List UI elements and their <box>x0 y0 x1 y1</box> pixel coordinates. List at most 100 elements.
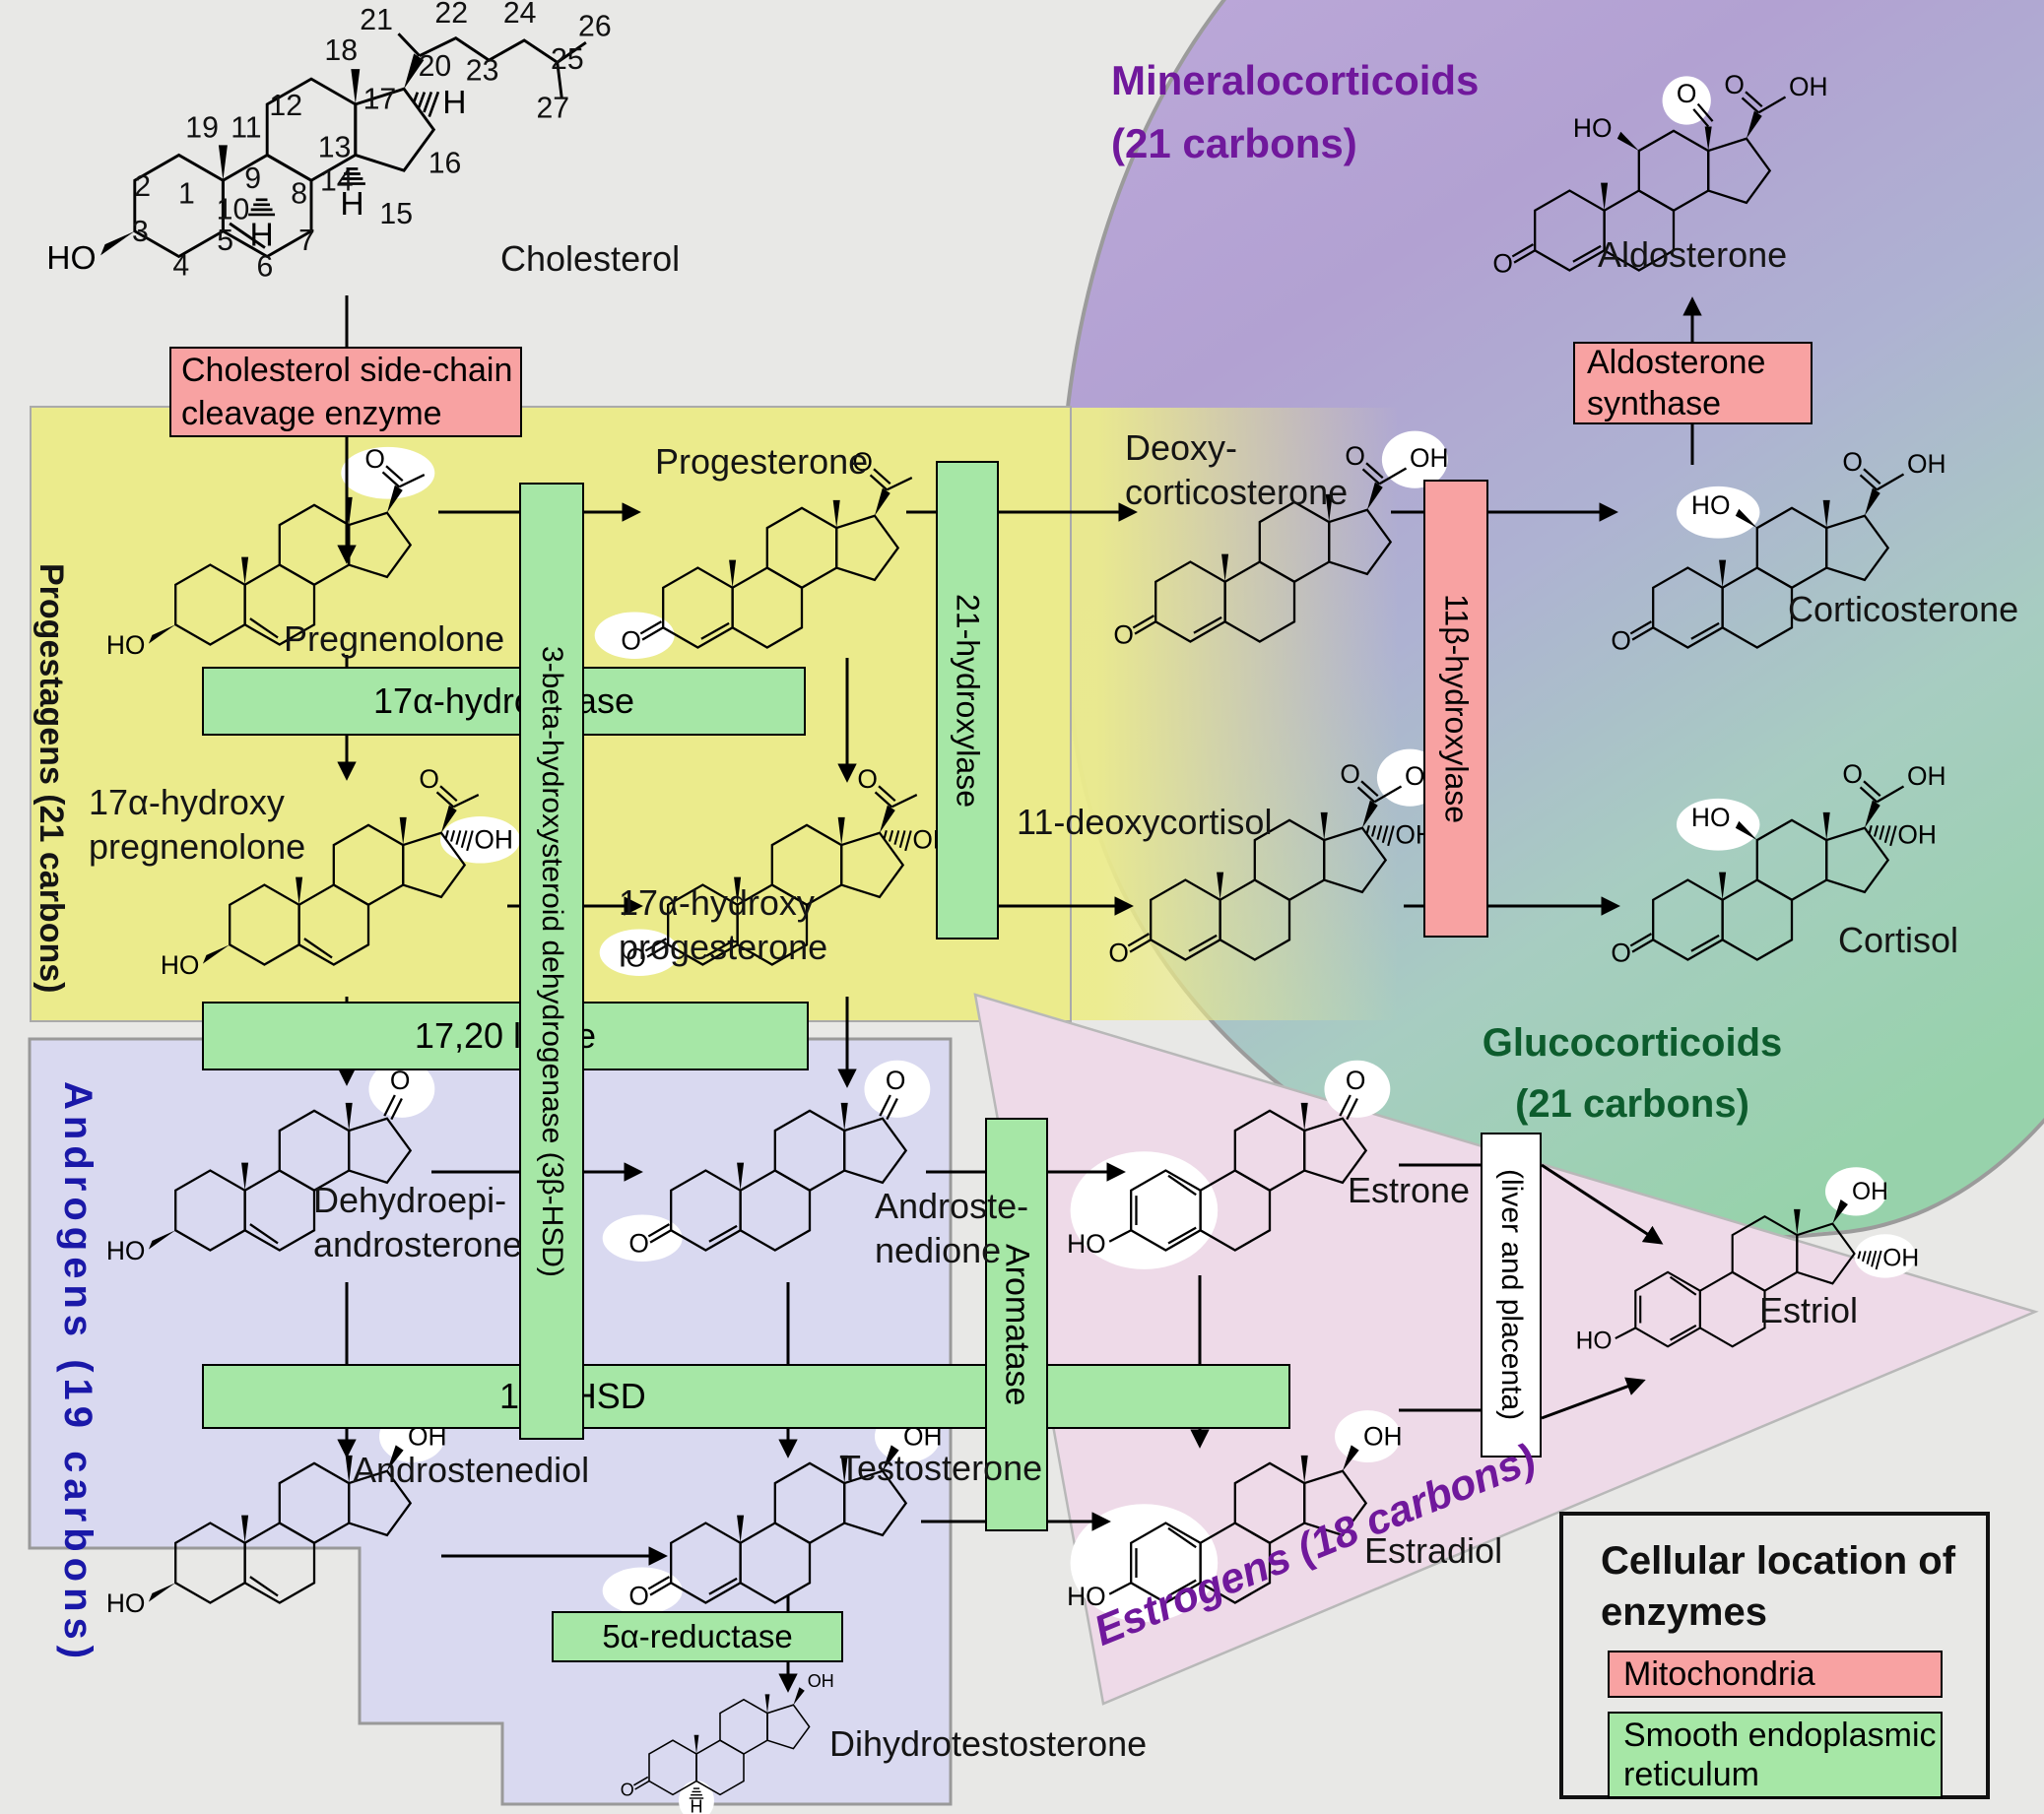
svg-text:HO: HO <box>1067 1229 1106 1259</box>
structure-testosterone: OOH <box>602 1410 943 1614</box>
enzyme-3bhsd-label: 3-beta-hydroxysteroid dehydrogenase (3β-… <box>536 645 568 1277</box>
svg-text:O: O <box>628 1228 649 1258</box>
svg-text:5: 5 <box>217 225 233 257</box>
region-label-glucocorticoids: Glucocorticoids(21 carbons) <box>1482 1021 1783 1126</box>
enzyme-17bhsd-label: 17β-HSD <box>499 1376 1288 1417</box>
svg-text:O: O <box>857 764 878 794</box>
legend-smooth-er-swatch: Smooth endoplasmic reticulum <box>1608 1712 1943 1798</box>
label-aldosterone: Aldosterone <box>1598 234 1788 275</box>
svg-text:17: 17 <box>363 83 397 115</box>
svg-text:H: H <box>442 85 466 121</box>
label-androstenediol: Androstenediol <box>353 1450 590 1490</box>
svg-text:O: O <box>626 942 646 972</box>
svg-text:26: 26 <box>578 10 612 42</box>
enzyme-1720-label: 17,20 lyase <box>414 1015 597 1056</box>
svg-text:O: O <box>1842 759 1863 789</box>
svg-text:OH: OH <box>1410 443 1449 473</box>
enzyme-box-1720-lyase: 17,20 lyase <box>202 1002 809 1070</box>
pathway-arrow-24 <box>1541 1163 1664 1245</box>
svg-text:O: O <box>621 1781 634 1800</box>
svg-text:O: O <box>1677 79 1697 108</box>
svg-text:20: 20 <box>419 50 452 83</box>
structure-dihydrotestosterone: O OH H <box>621 1671 834 1814</box>
svg-text:27: 27 <box>536 92 569 124</box>
svg-text:HO: HO <box>106 630 146 660</box>
svg-text:HO: HO <box>106 1236 146 1265</box>
enzyme-box-aldosterone-synthase: Aldosterone synthase <box>1573 342 1813 424</box>
svg-text:O: O <box>1108 938 1129 967</box>
svg-text:O: O <box>1724 70 1745 99</box>
pathway-arrow-26 <box>1541 1377 1646 1420</box>
svg-text:O: O <box>1492 248 1513 278</box>
svg-text:3: 3 <box>132 216 149 248</box>
region-label-mineralocorticoids: Mineralocorticoids(21 carbons) <box>1111 57 1480 166</box>
svg-text:OH: OH <box>1789 72 1828 101</box>
svg-text:1: 1 <box>178 178 195 211</box>
svg-text:OH: OH <box>1363 1421 1403 1451</box>
enzyme-bar-21-hydroxylase: 21-hydroxylase <box>936 461 999 939</box>
label-progesterone: Progesterone <box>655 441 869 482</box>
enzyme-aldo-line2: synthase <box>1587 385 1722 422</box>
label-cholesterol: Cholesterol <box>500 238 681 279</box>
svg-text:O: O <box>1611 938 1631 967</box>
svg-text:H: H <box>249 217 273 253</box>
svg-text:O: O <box>852 447 873 477</box>
enzyme-aromatase-label: Aromatase <box>998 1243 1036 1406</box>
svg-text:O: O <box>886 1066 906 1095</box>
label-dihydrotestosterone: Dihydrotestosterone <box>829 1723 1148 1764</box>
svg-text:HO: HO <box>1691 490 1731 520</box>
svg-text:OH: OH <box>808 1671 834 1691</box>
structure-androstenedione: OO <box>602 1060 931 1262</box>
svg-text:HO: HO <box>1573 113 1613 143</box>
label-pregnenolone: Pregnenolone <box>284 618 505 659</box>
svg-text:HO: HO <box>161 950 200 980</box>
enzyme-band-17b-hsd: 17β-HSD <box>202 1364 1290 1429</box>
svg-text:H: H <box>691 1796 703 1814</box>
label-androstenedione: Androste-nedione <box>875 1186 1029 1270</box>
structure-estradiol: HO OH <box>1067 1410 1403 1622</box>
svg-text:HO: HO <box>1691 803 1731 832</box>
svg-text:25: 25 <box>551 43 584 76</box>
svg-text:4: 4 <box>172 250 189 283</box>
svg-text:OH: OH <box>1882 1245 1919 1271</box>
svg-text:15: 15 <box>379 198 413 230</box>
svg-text:O: O <box>364 444 385 474</box>
svg-text:HO: HO <box>1576 1328 1613 1355</box>
legend-mitochondria-swatch: Mitochondria <box>1608 1651 1943 1698</box>
svg-text:9: 9 <box>244 162 261 195</box>
label-estriol: Estriol <box>1759 1290 1859 1330</box>
enzyme-aldo-line1: Aldosterone <box>1587 344 1766 381</box>
legend-title: Cellular location of enzymes <box>1601 1539 1956 1634</box>
svg-text:18: 18 <box>324 34 358 67</box>
svg-text:O: O <box>1346 1066 1366 1095</box>
svg-text:7: 7 <box>298 225 315 257</box>
label-estrone: Estrone <box>1348 1170 1471 1210</box>
svg-text:OH: OH <box>1852 1179 1888 1205</box>
enzyme-17a-label: 17α-hydroxylase <box>373 680 634 721</box>
structure-progesterone: OO <box>594 447 913 659</box>
enzyme-box-5a-reductase: 5α-reductase <box>552 1611 843 1662</box>
region-label-progestagens: Progestagens (21 carbons) <box>33 563 70 994</box>
label-testosterone: Testosterone <box>839 1448 1043 1488</box>
svg-text:O: O <box>1340 759 1360 789</box>
svg-text:24: 24 <box>503 0 537 30</box>
svg-text:10: 10 <box>217 193 250 226</box>
structure-estriol: HO OH OH <box>1576 1167 1919 1355</box>
svg-text:HO: HO <box>46 240 96 277</box>
svg-text:O: O <box>1842 447 1863 477</box>
svg-text:2: 2 <box>134 170 151 203</box>
svg-text:HO: HO <box>1067 1582 1106 1611</box>
label-11-deoxycortisol: 11-deoxycortisol <box>1017 802 1273 842</box>
svg-text:O: O <box>390 1066 411 1095</box>
svg-text:O: O <box>1113 619 1134 649</box>
svg-text:OH: OH <box>1897 820 1937 850</box>
svg-text:O: O <box>1611 625 1631 655</box>
